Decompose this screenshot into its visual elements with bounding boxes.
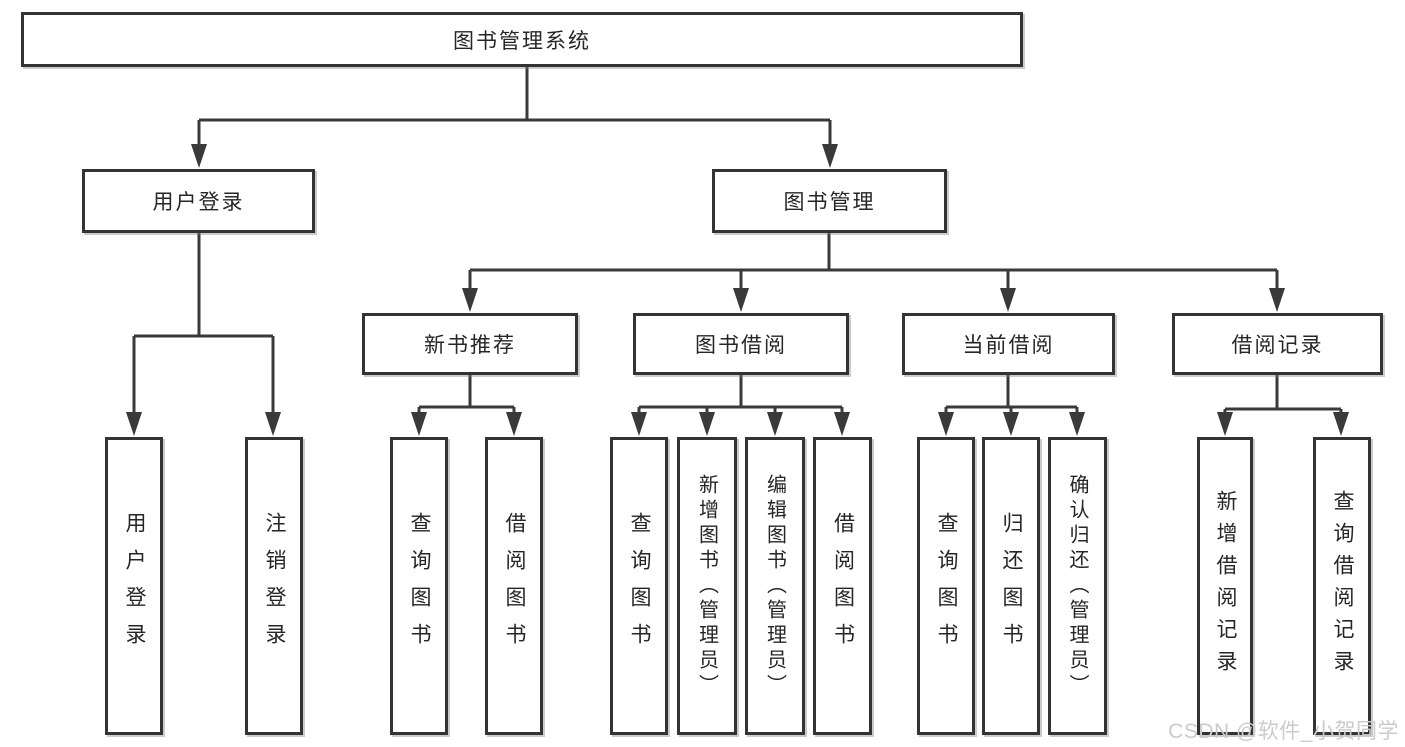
connector-book-borrow-to-leaves <box>631 375 850 436</box>
leaf-query-borrow-record: 查询借阅记录 <box>1313 437 1371 735</box>
leaf-borrow-books-recommend: 借阅图书 <box>485 437 543 735</box>
leaf-confirm-return-admin: 确认归还（管理员） <box>1048 437 1107 735</box>
node-book-management: 图书管理 <box>712 169 947 233</box>
leaf-query-books-current: 查询图书 <box>917 437 975 735</box>
leaf-logout: 注销登录 <box>245 437 303 735</box>
connector-book-management-to-level3 <box>462 233 1285 312</box>
connector-user-login-to-leaves <box>126 233 281 436</box>
leaf-return-books: 归还图书 <box>982 437 1040 735</box>
csdn-watermark: CSDN @软件_小贺同学 <box>1168 720 1399 743</box>
leaf-query-books-borrow: 查询图书 <box>610 437 668 735</box>
node-borrow-records: 借阅记录 <box>1172 313 1383 375</box>
node-user-login: 用户登录 <box>82 169 315 233</box>
connector-root-to-level2 <box>191 67 838 168</box>
connector-borrow-records-to-leaves <box>1217 375 1349 436</box>
leaf-query-books-recommend: 查询图书 <box>390 437 448 735</box>
leaf-edit-books-admin: 编辑图书（管理员） <box>745 437 805 735</box>
leaf-user-login: 用户登录 <box>105 437 163 735</box>
node-root-library-system: 图书管理系统 <box>21 12 1023 67</box>
node-new-book-recommend: 新书推荐 <box>362 313 578 375</box>
leaf-borrow-books: 借阅图书 <box>813 437 872 735</box>
connector-new-book-recommend-to-leaves <box>411 375 522 436</box>
connector-current-borrow-to-leaves <box>938 375 1085 436</box>
node-current-borrow: 当前借阅 <box>902 313 1115 375</box>
leaf-add-books-admin: 新增图书（管理员） <box>677 437 737 735</box>
leaf-add-borrow-record: 新增借阅记录 <box>1197 437 1253 735</box>
node-book-borrow: 图书借阅 <box>633 313 849 375</box>
